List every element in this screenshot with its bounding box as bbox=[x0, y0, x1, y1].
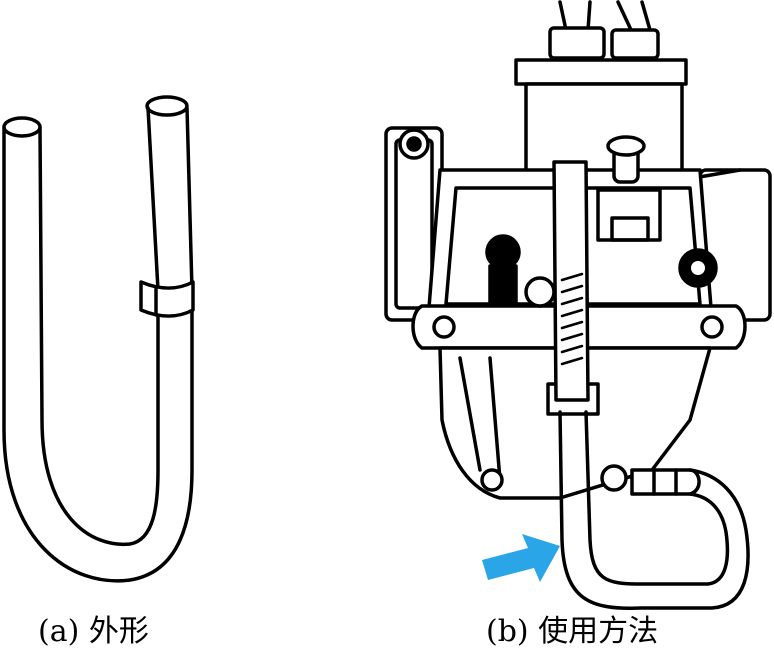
caption-a: (a) 外形 bbox=[38, 614, 149, 649]
u-shaped-hose-icon bbox=[2, 95, 195, 583]
arrow-right-icon bbox=[482, 534, 560, 582]
carburetor-with-drain-hose-icon bbox=[384, 0, 772, 610]
caption-b: (b) 使用方法 bbox=[486, 614, 659, 649]
